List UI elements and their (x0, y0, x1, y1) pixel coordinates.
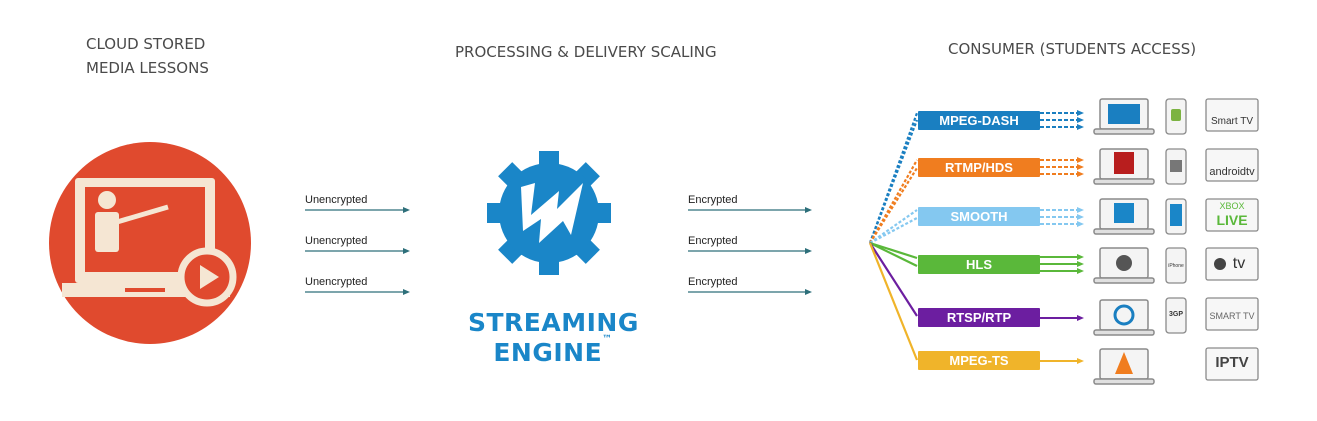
phone-iphone-icon (1165, 247, 1187, 284)
phone-android-icon (1165, 98, 1187, 135)
protocol-hls: HLS (918, 255, 1040, 274)
laptop-flash-icon (1093, 148, 1155, 185)
cloud-media-header-line1: CLOUD STORED (86, 35, 206, 53)
protocol-mpeg-ts: MPEG-TS (918, 351, 1040, 370)
laptop-devices (1093, 98, 1155, 385)
iphone-label: iPhone (1168, 263, 1184, 269)
trademark-symbol: ™ (602, 334, 613, 345)
laptop-quicktime-icon (1093, 299, 1155, 336)
presentation-icon (49, 142, 251, 344)
xbox-label: XBOX (1219, 201, 1245, 211)
laptop-windows-tiles-icon (1093, 98, 1155, 135)
protocol-smooth: SMOOTH (918, 207, 1040, 226)
phone-windows-icon (1165, 198, 1187, 235)
phone-devices (1165, 98, 1187, 334)
unencrypted-label-2: Unencrypted (305, 235, 368, 247)
phone-blackberry-icon (1165, 148, 1187, 185)
engine-title-word: ENGINE (493, 338, 603, 367)
consumer-header: CONSUMER (STUDENTS ACCESS) (948, 40, 1197, 58)
protocol-rtsp-rtp: RTSP/RTP (918, 308, 1040, 327)
tv-apple-tv-icon (1205, 247, 1259, 281)
tv-smart-tv-icon (1205, 98, 1259, 132)
tv-android-tv-icon (1205, 148, 1259, 182)
phone-3gp-icon (1165, 297, 1187, 334)
engine-title-line1: STREAMING (468, 308, 639, 337)
engine-title-line2: ENGINE™ (468, 334, 638, 367)
tv-devices (1205, 98, 1259, 381)
protocol-output-arrows (1040, 110, 1084, 364)
unencrypted-label-3: Unencrypted (305, 276, 368, 288)
protocol-mpeg-dash: MPEG-DASH (918, 111, 1040, 130)
encrypted-label-2: Encrypted (688, 235, 738, 247)
laptop-apple-icon (1093, 247, 1155, 284)
unencrypted-arrows (305, 207, 410, 295)
tv-iptv-icon (1205, 347, 1259, 381)
apple-tv-label: tv (1232, 255, 1246, 272)
protocol-rtmp-hds: RTMP/HDS (918, 158, 1040, 177)
protocol-fan-lines (868, 112, 919, 361)
tv-smart-tv-2-icon (1205, 297, 1259, 331)
threegp-label: 3GP (1168, 311, 1183, 318)
laptop-vlc-icon (1093, 348, 1155, 385)
unencrypted-label-1: Unencrypted (305, 194, 368, 206)
iptv-label: IPTV (1215, 354, 1249, 371)
cloud-media-header: CLOUD STORED MEDIA LESSONS (86, 32, 246, 80)
smart-tv-2-label: SMART TV (1209, 311, 1255, 321)
android-tv-label: androidtv (1209, 166, 1255, 178)
encrypted-label-1: Encrypted (688, 194, 738, 206)
processing-header: PROCESSING & DELIVERY SCALING (455, 43, 717, 61)
encrypted-arrows (688, 207, 812, 295)
streaming-engine-gear-icon (487, 151, 611, 275)
tv-xbox-live-icon (1205, 198, 1259, 232)
encrypted-label-3: Encrypted (688, 276, 738, 288)
cloud-media-header-line2: MEDIA LESSONS (86, 59, 209, 77)
laptop-windows-icon (1093, 198, 1155, 235)
smart-tv-label: Smart TV (1210, 116, 1254, 127)
live-label: LIVE (1216, 212, 1248, 228)
